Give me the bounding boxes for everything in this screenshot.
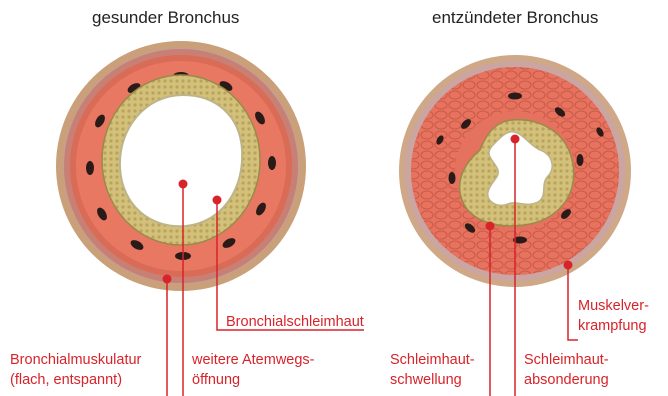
- label-atemwegsoeffnung: weitere Atemwegs- öffnung: [192, 350, 315, 390]
- label-muskelverkrampfung: Muskelver- krampfung: [578, 296, 649, 336]
- label-atemwegsoeffnung-line2: öffnung: [192, 370, 315, 390]
- label-muskelverkrampfung-line2: krampfung: [578, 316, 649, 336]
- healthy-bronchus-illustration: [56, 41, 306, 291]
- label-schleimhautschwellung-line2: schwellung: [390, 370, 475, 390]
- label-bronchialschleimhaut: Bronchialschleimhaut: [226, 312, 364, 332]
- airway-lumen: [120, 95, 242, 226]
- label-bronchialschleimhaut-line1: Bronchialschleimhaut: [226, 312, 364, 332]
- label-bronchialmuskulatur-line2: (flach, entspannt): [10, 370, 141, 390]
- label-bronchialmuskulatur: Bronchialmuskulatur (flach, entspannt): [10, 350, 141, 390]
- label-schleimhautabsonderung: Schleimhaut- absonderung: [524, 350, 609, 390]
- label-schleimhautschwellung-line1: Schleimhaut-: [390, 350, 475, 370]
- label-atemwegsoeffnung-line1: weitere Atemwegs-: [192, 350, 315, 370]
- label-muskelverkrampfung-line1: Muskelver-: [578, 296, 649, 316]
- label-schleimhautabsonderung-line1: Schleimhaut-: [524, 350, 609, 370]
- label-bronchialmuskulatur-line1: Bronchialmuskulatur: [10, 350, 141, 370]
- label-schleimhautabsonderung-line2: absonderung: [524, 370, 609, 390]
- label-schleimhautschwellung: Schleimhaut- schwellung: [390, 350, 475, 390]
